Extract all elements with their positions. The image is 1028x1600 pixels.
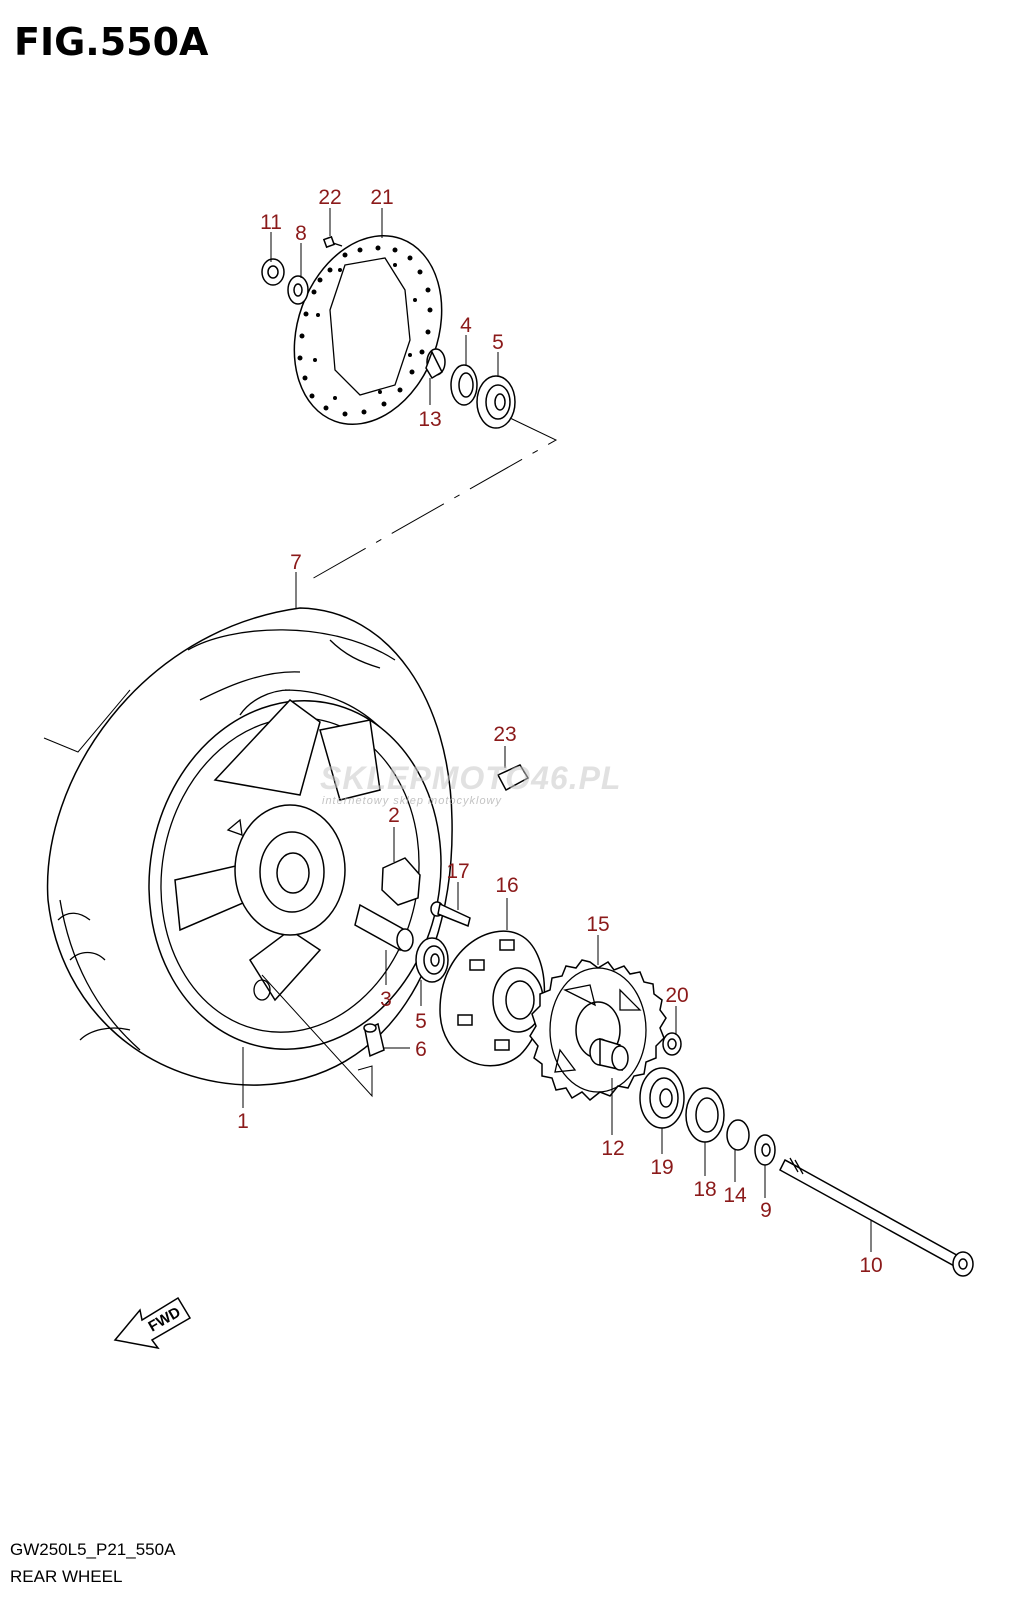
callout-5-lower: 5 [415, 1010, 427, 1033]
rear-wheel-rim[interactable] [122, 677, 468, 1072]
callout-20: 20 [665, 984, 688, 1007]
callout-23: 23 [493, 723, 516, 746]
callout-17: 17 [446, 860, 469, 883]
disc-washer[interactable] [287, 275, 309, 305]
callout-16: 16 [495, 874, 518, 897]
oil-seal[interactable] [450, 364, 478, 406]
rear-sprocket[interactable] [529, 959, 667, 1102]
sprocket-nut[interactable] [662, 1032, 682, 1056]
callout-14: 14 [723, 1184, 747, 1207]
fwd-arrow-icon: FWD [113, 1296, 192, 1350]
disc-nut[interactable] [261, 258, 285, 286]
callout-1: 1 [237, 1110, 249, 1133]
axle-washer[interactable] [754, 1134, 776, 1166]
chain-clip[interactable] [496, 764, 530, 792]
callout-11: 11 [260, 211, 282, 234]
figure-title: FIG.550A [14, 20, 209, 64]
drum-oil-seal[interactable] [685, 1087, 725, 1143]
callout-12: 12 [601, 1137, 624, 1160]
callout-13: 13 [418, 408, 441, 431]
diagram-caption: REAR WHEEL [10, 1567, 123, 1586]
center-spacer[interactable] [354, 903, 414, 952]
tire-valve[interactable] [363, 1022, 385, 1058]
watermark-brand: SKLEPMOTO46.PL [320, 760, 622, 796]
callout-9: 9 [760, 1199, 772, 1222]
drum-bearing[interactable] [639, 1067, 685, 1129]
callout-19: 19 [650, 1156, 673, 1179]
wheel-bearing-left[interactable] [476, 375, 516, 429]
callout-6: 6 [415, 1038, 427, 1061]
callout-labels: 1 2 3 4 5 5 6 7 8 9 10 11 12 13 14 15 16… [237, 186, 883, 1277]
drum-bolt[interactable] [430, 901, 471, 928]
callout-18: 18 [693, 1178, 716, 1201]
leader-lines [43, 208, 872, 1252]
callout-15: 15 [586, 913, 609, 936]
callout-4: 4 [460, 314, 472, 337]
callout-3: 3 [380, 988, 392, 1011]
callout-10: 10 [859, 1254, 882, 1277]
disc-bolt[interactable] [322, 235, 343, 249]
callout-7: 7 [290, 551, 302, 574]
callout-8: 8 [295, 222, 307, 245]
left-spacer[interactable] [425, 348, 446, 380]
diagram-code: GW250L5_P21_550A [10, 1540, 176, 1559]
callout-5-upper: 5 [492, 331, 504, 354]
sprocket-collar[interactable] [589, 1037, 629, 1071]
watermark-tagline: internetowy sklep motocyklowy [322, 795, 503, 807]
sprocket-mounting-drum[interactable] [439, 930, 546, 1067]
callout-2: 2 [388, 804, 400, 827]
callout-22: 22 [318, 186, 341, 209]
wheel-damper[interactable] [381, 857, 421, 906]
callout-21: 21 [370, 186, 393, 209]
drum-spacer[interactable] [726, 1119, 750, 1151]
wheel-bearing-right[interactable] [415, 937, 449, 983]
rear-axle[interactable] [779, 1157, 974, 1277]
